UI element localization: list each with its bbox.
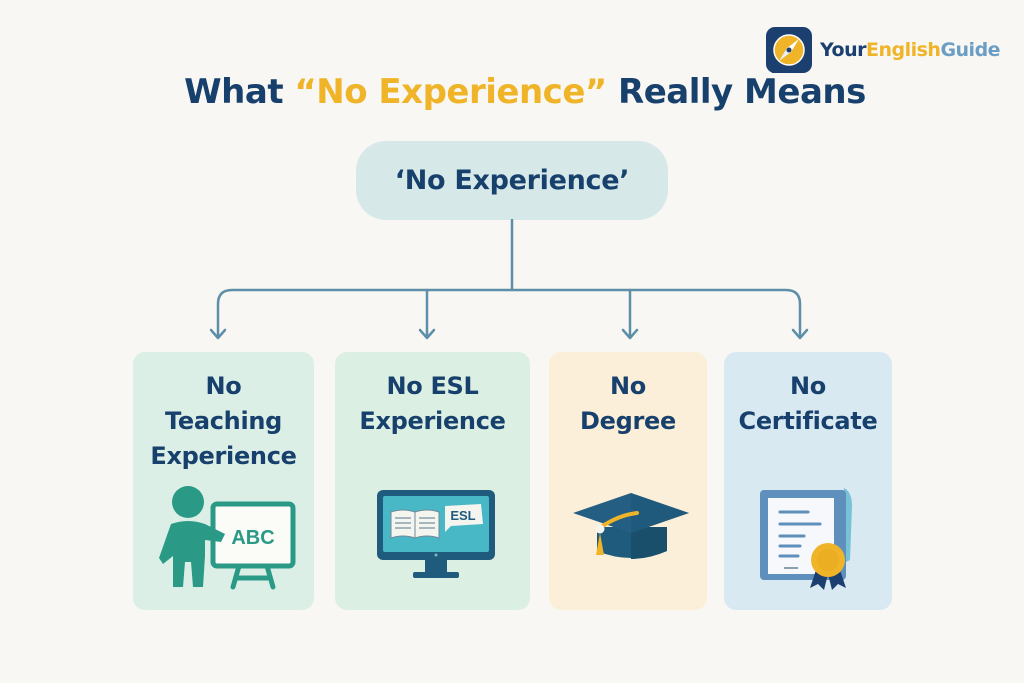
compass-icon [766,27,812,73]
teacher-whiteboard-icon: ABC [159,486,296,590]
computer-monitor-book-icon: ESL [377,490,495,578]
page-title: What “No Experience” Really Means [184,72,866,112]
svg-text:ESL: ESL [450,508,475,523]
brand-name: YourEnglishGuide [820,39,1001,61]
card-title: No Degree [580,372,676,435]
root-node: ‘No Experience’ [356,141,668,220]
certificate-seal-icon [760,488,852,590]
title-highlight: “No Experience” [294,72,607,112]
card-title: No Certificate [738,372,878,435]
svg-text:ABC: ABC [231,527,274,549]
card-title: No ESL Experience [359,372,506,435]
brand-logo: YourEnglishGuide [766,27,1001,73]
card-no-certificate: No Certificate [724,352,892,610]
card-no-teaching-experience: No Teaching Experience ABC [133,352,314,610]
graduation-cap-icon [573,493,689,559]
card-no-degree: No Degree [549,352,707,610]
card-title: No Teaching Experience [150,372,297,470]
card-no-esl-experience: No ESL Experience ESL [335,352,530,610]
